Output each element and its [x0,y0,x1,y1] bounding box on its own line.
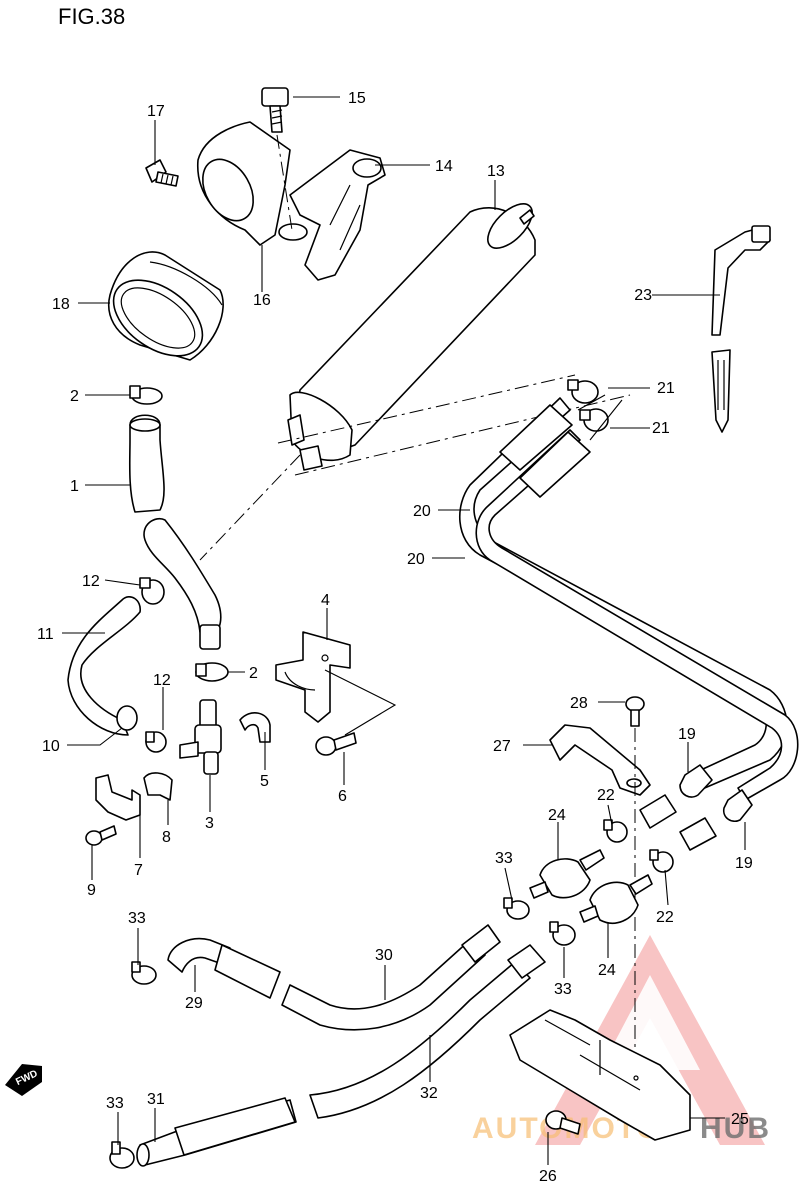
callout-33-c: 33 [128,910,146,927]
hose-29[interactable] [167,938,281,999]
callout-21-upper: 21 [657,380,675,397]
callout-14: 14 [435,158,453,175]
fuel-filter-24-lower[interactable] [579,874,653,924]
callout-15: 15 [348,90,366,107]
hose-32[interactable] [309,944,546,1119]
cable-tie-23[interactable] [711,225,771,433]
callout-29: 29 [185,995,203,1012]
callout-3: 3 [205,815,214,832]
fwd-direction-arrow: FWD [5,1064,42,1096]
hose-19-upper[interactable] [679,764,713,798]
hose-11[interactable] [67,596,141,736]
bracket-27[interactable] [549,724,651,796]
callout-17: 17 [147,103,165,120]
sleeve-lower[interactable] [519,431,591,498]
guide-lines-21 [577,394,623,441]
callout-9: 9 [87,882,96,899]
hose-clamp-22-upper[interactable] [603,819,628,843]
callout-12-upper: 12 [82,573,100,590]
callout-12-lower: 12 [153,672,171,689]
hose-clamp-12-lower[interactable] [145,731,167,753]
callout-labels: 15 14 17 13 16 18 2 1 23 21 21 20 20 12 … [37,90,753,1185]
leader-lines [62,96,746,1165]
callout-2-upper: 2 [70,388,79,405]
callout-30: 30 [375,947,393,964]
callout-16: 16 [253,292,271,309]
callout-10: 10 [42,738,60,755]
callout-13: 13 [487,163,505,180]
canister-13[interactable] [287,196,540,471]
fuel-filter-24-upper[interactable] [529,849,605,899]
bracket-25[interactable] [509,1009,691,1141]
clip-5[interactable] [239,712,271,743]
callout-5: 5 [260,773,269,790]
hose-clamp-21-lower[interactable] [579,408,609,432]
callout-32: 32 [420,1085,438,1102]
callout-19-lower: 19 [735,855,753,872]
callout-7: 7 [134,862,143,879]
guide-line-21a [277,374,576,444]
callout-25: 25 [731,1111,749,1128]
hose-clamp-2-lower[interactable] [195,662,229,682]
callout-6: 6 [338,788,347,805]
screw-9[interactable] [85,825,117,846]
valve-3[interactable] [179,699,222,775]
guide-line-6 [324,669,397,736]
hose-clamp-33-a[interactable] [503,897,530,920]
hose-19-lower[interactable] [722,789,753,823]
callout-27: 27 [493,738,511,755]
bracket-4[interactable] [275,631,351,723]
callout-23: 23 [634,287,652,304]
clamp-16[interactable] [192,121,308,246]
guide-line-15 [276,134,293,231]
callout-22-upper: 22 [597,787,615,804]
bolt-15[interactable] [261,87,289,133]
hose-clamp-22-lower[interactable] [649,849,674,873]
callout-31: 31 [147,1091,165,1108]
callout-33-d: 33 [106,1095,124,1112]
callout-4: 4 [321,592,330,609]
connector-pipes[interactable] [639,794,717,851]
hose-clamp-2-upper[interactable] [129,385,163,405]
hose-clamp-33-d[interactable] [109,1141,135,1169]
hose-clamp-21-upper[interactable] [567,379,599,404]
callout-33-a: 33 [495,850,513,867]
bolt-26[interactable] [545,1110,581,1135]
guide-line-21b [294,394,631,476]
screw-28[interactable] [625,696,645,727]
callout-20-lower: 20 [407,551,425,568]
bracket-7[interactable] [95,774,141,821]
callout-21-lower: 21 [652,420,670,437]
hose-clamp-12-upper[interactable] [139,577,165,605]
callout-26: 26 [539,1168,557,1185]
callout-24-lower: 24 [598,962,616,979]
hose-bent-lower[interactable] [143,518,222,650]
hose-clamp-33-c[interactable] [131,961,157,985]
hose-clamp-33-b[interactable] [549,921,576,946]
callout-28: 28 [570,695,588,712]
callout-18: 18 [52,296,70,313]
bracket-14[interactable] [289,149,386,281]
callout-20-upper: 20 [413,503,431,520]
clip-8[interactable] [143,772,173,801]
grommet-18[interactable] [100,251,224,371]
hose-30[interactable] [281,924,501,1031]
callout-33-b: 33 [554,981,572,998]
callout-19-upper: 19 [678,726,696,743]
hose-1[interactable] [128,414,165,513]
screw-6[interactable] [315,732,357,756]
callout-22-lower: 22 [656,909,674,926]
bolt-17[interactable] [145,159,179,187]
callout-1: 1 [70,478,79,495]
callout-24-upper: 24 [548,807,566,824]
figure-title: FIG.38 [58,4,125,29]
guide-line-1 [199,454,301,561]
callout-2-lower: 2 [249,665,258,682]
callout-11: 11 [37,626,54,643]
hose-31[interactable] [136,1097,297,1167]
sleeve-upper[interactable] [499,404,573,471]
callout-8: 8 [162,829,171,846]
